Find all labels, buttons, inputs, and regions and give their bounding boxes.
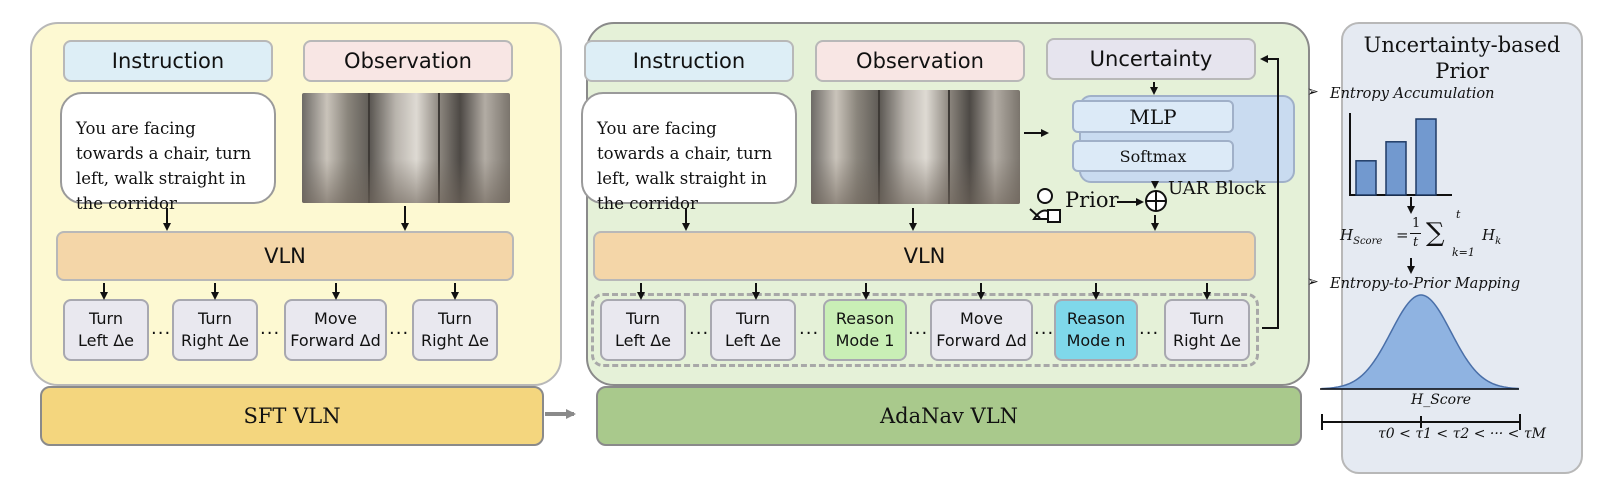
hscore-axis-label: H_Score [1411,392,1472,408]
ada-action-turn-left-2: Turn Left Δe [710,299,796,361]
ada-reason-mode-n: Reason Mode n [1054,299,1138,361]
ada-reason-mode-1: Reason Mode 1 [823,299,907,361]
ada-dots: ... [908,318,929,339]
panorama-seam [948,90,950,204]
ada-dots: ... [1034,318,1055,339]
sft-observation-header: Observation [303,40,513,82]
entropy-bar [1355,160,1377,196]
panorama-seam [878,90,880,204]
entropy-bars [1355,118,1437,196]
sft-action-turn-right-2: Turn Right Δe [412,299,498,361]
sft-vln-block: VLN [56,231,514,281]
mlp-block: MLP [1072,100,1234,133]
ada-instruction-header: Instruction [584,40,794,82]
ada-action-move-forward: Move Forward Δd [930,299,1033,361]
bullet-arrow-icon: ➢ [1307,274,1319,290]
bullet-arrow-icon: ➢ [1307,84,1319,100]
ada-uncertainty-header: Uncertainty [1046,38,1256,80]
adanav-vln-bar: AdaNav VLN [596,386,1302,446]
uar-block-label: UAR Block [1168,178,1266,199]
uncertainty-prior-panel [1341,22,1583,474]
feedback-arrow [1260,55,1279,329]
step-entropy-to-prior: Entropy-to-Prior Mapping [1330,276,1521,292]
ada-vln-block: VLN [593,231,1256,281]
entropy-bar [1385,141,1407,196]
sft-dots: ... [260,318,281,339]
ada-instruction-text: You are facing towards a chair, turn lef… [581,92,797,213]
panorama-seam [438,93,440,203]
sft-action-turn-right: Turn Right Δe [172,299,258,361]
prior-label: Prior [1065,188,1119,212]
gaussian-curve [1321,294,1519,390]
prior-person-icon [1028,186,1064,224]
entropy-bar [1415,118,1437,196]
sft-observation-image [302,93,510,203]
sft-vln-bar: SFT VLN [40,386,544,446]
softmax-block: Softmax [1072,140,1234,172]
sft-dots: ... [389,318,410,339]
step-entropy-accumulation: Entropy Accumulation [1330,86,1495,102]
sum-circle-icon [1143,188,1169,214]
ada-action-turn-right: Turn Right Δe [1164,299,1250,361]
sft-action-move-forward: Move Forward Δd [284,299,387,361]
panorama-seam [368,93,370,203]
hscore-formula: HScore = 1 t ∑ t k=1 Hk [1340,208,1502,259]
ada-action-turn-left: Turn Left Δe [600,299,686,361]
action-dashed-group [591,293,1259,367]
ada-observation-image [811,90,1020,204]
sft-instruction-text: You are facing towards a chair, turn lef… [60,92,276,213]
sft-instruction-header: Instruction [63,40,273,82]
ada-dots: ... [689,318,710,339]
sft-action-turn-left: Turn Left Δe [63,299,149,361]
prior-title: Uncertainty-based Prior [1363,33,1561,83]
ada-observation-header: Observation [815,40,1025,82]
sft-dots: ... [151,318,172,339]
ada-dots: ... [799,318,820,339]
threshold-sequence: τ0 < τ1 < τ2 < ··· < τM [1378,426,1546,442]
ada-dots: ... [1139,318,1160,339]
